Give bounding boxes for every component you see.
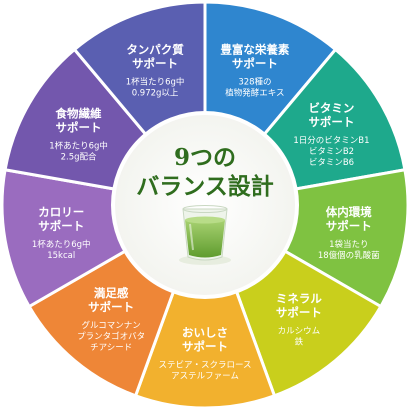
segment-flora-detail-line: 328種の (238, 76, 271, 87)
segment-gut-title-line: サポート (326, 219, 372, 233)
segment-protein-title-line: タンパク質 (126, 42, 184, 56)
segment-vitamin-detail-line: 1日分のビタミンB1 (293, 136, 369, 146)
segment-mineral-title-line: サポート (276, 305, 322, 319)
segment-fiber-title-line: サポート (56, 121, 102, 135)
segment-calorie-detail-line: 1杯あたり6g中 (32, 239, 91, 250)
segment-flora-title-line: サポート (232, 56, 278, 70)
center-title-line1: 9つの (174, 144, 236, 171)
segment-taste-detail-line: ステビア・スクラロース (158, 361, 251, 371)
segment-satiety-detail-line: チアシード (90, 343, 132, 353)
segment-satiety-title-line: サポート (88, 300, 134, 314)
segment-flora-title-line: 豊富な栄養素 (220, 42, 289, 56)
segment-vitamin-title-line: サポート (308, 115, 354, 129)
segment-satiety-detail-line: グルコマンナン (81, 320, 140, 331)
segment-calorie-title-line: サポート (38, 219, 84, 233)
green-juice-glass-icon (179, 205, 231, 265)
segment-mineral-detail-line: 鉄 (295, 336, 304, 347)
segment-protein-detail-line: 1杯当たり6g中 (126, 76, 185, 87)
segment-gut-detail-line: 1袋当たり (329, 239, 368, 250)
segment-protein-title-line: サポート (132, 56, 178, 70)
segment-vitamin-title-line: ビタミン (308, 101, 354, 115)
segment-fiber-detail-line: 1杯あたり6g中 (49, 141, 108, 152)
segment-mineral-title-line: ミネラル (276, 291, 322, 305)
segment-fiber-title-line: 食物繊維 (56, 107, 102, 121)
segment-vitamin-detail-line: ビタミンB6 (309, 158, 354, 168)
segment-flora-detail-line: 植物発酵エキス (225, 87, 284, 98)
segment-taste-title-line: サポート (182, 340, 228, 354)
segment-gut-detail-line: 18億個の乳酸菌 (318, 250, 380, 261)
center-title-line2: バランス設計 (136, 173, 274, 200)
segment-calorie-detail-line: 15kcal (47, 251, 75, 261)
segment-satiety-detail-line: プランタゴオバタ (77, 331, 145, 342)
segment-fiber-detail-line: 2.5g配合 (61, 152, 97, 163)
segment-satiety-title-line: 満足感 (94, 286, 129, 300)
segment-protein-detail-line: 0.972g以上 (132, 88, 179, 98)
segment-calorie-title-line: カロリー (38, 205, 84, 219)
segment-taste-detail-line: アステルファーム (171, 372, 239, 382)
segment-taste-title-line: おいしさ (182, 326, 228, 340)
segment-vitamin-detail-line: ビタミンB2 (309, 147, 354, 157)
segment-mineral-detail-line: カルシウム (278, 326, 321, 336)
segment-gut-title-line: 体内環境 (326, 205, 372, 219)
